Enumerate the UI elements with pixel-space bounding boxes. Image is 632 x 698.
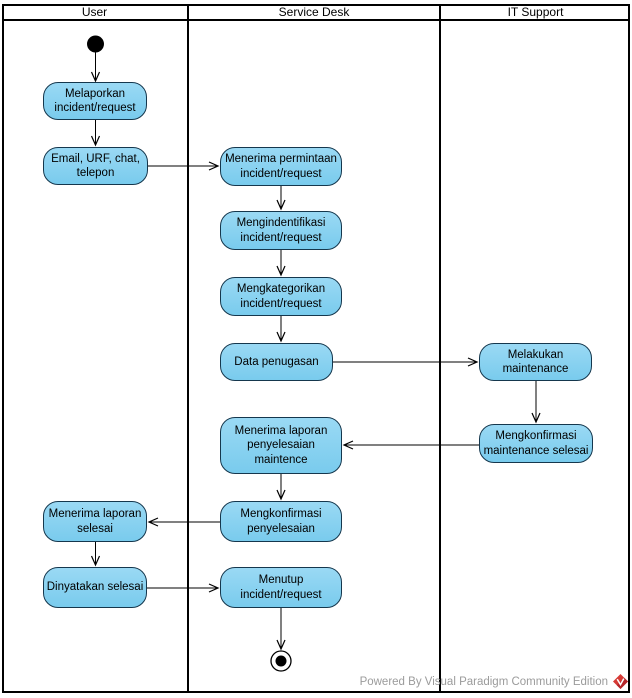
activity-melaporkan[interactable]: Melaporkan incident/request [43,82,147,120]
activity-email-urf-chat-telepon[interactable]: Email, URF, chat, telepon [43,147,148,185]
activity-label-line: incident/request [240,297,322,310]
activity-label-line: Menutup [258,574,304,586]
activity-label-line: penyelesaian [247,522,315,535]
activity-label-line: telepon [76,167,115,179]
lane-separator-servicedesk-itsupport [439,4,441,693]
activity-label-line: Dinyatakan selesai [46,581,144,594]
activity-mengkategorikan[interactable]: Mengkategorikan incident/request [220,277,342,316]
activity-menerima-permintaan[interactable]: Menerima permintaan incident/request [220,147,342,186]
final-node[interactable] [270,650,292,672]
activity-label-line: Menerima permintaan [225,153,337,165]
lane-header-service-desk[interactable]: Service Desk [278,5,350,19]
activity-label-line: selesai [77,522,113,535]
activity-label-line: incident/request [54,102,136,114]
activity-mengindentifikasi[interactable]: Mengindentifikasi incident/request [220,211,342,250]
activity-label-line: Menerima laporan [234,424,328,437]
activity-label-line: Email, URF, chat, [51,152,140,165]
diagram-frame [2,4,630,693]
activity-menerima-laporan-selesai[interactable]: Menerima laporan selesai [43,501,147,542]
lane-header-it-support[interactable]: IT Support [507,5,564,19]
activity-label-line: incident/request [240,231,322,244]
activity-label-line: Mengkategorikan [236,283,326,295]
initial-node[interactable] [87,35,104,53]
activity-label-line: incident/request [240,167,322,180]
activity-mengkonfirmasi-penyelesaian[interactable]: Mengkonfirmasi penyelesaian [220,501,342,542]
activity-label-line: maintence [254,453,308,466]
activity-label-line: incident/request [240,588,322,601]
activity-label-line: Melakukan [507,348,564,361]
lane-header-user[interactable]: User [81,5,108,19]
activity-label-line: Mengkonfirmasi [495,430,577,442]
activity-label-line: Menerima laporan [48,508,142,520]
activity-label-line: Mengkonfirmasi [240,508,322,520]
activity-menutup[interactable]: Menutup incident/request [220,567,342,608]
activity-label-line: maintenance [502,363,569,375]
activity-label-line: Data penugasan [234,355,319,368]
activity-label-line: Melaporkan [64,87,126,100]
activity-label-line: penyelesaian [247,439,315,452]
activity-mengkonfirmasi-maintenance-selesai[interactable]: Mengkonfirmasi maintenance selesai [479,424,593,463]
watermark: Powered By Visual Paradigm Community Edi… [360,673,629,690]
lane-header-divider [2,19,630,21]
activity-label-line: Mengindentifikasi [236,217,326,229]
activity-melakukan-maintenance[interactable]: Melakukan maintenance [479,343,592,381]
activity-data-penugasan[interactable]: Data penugasan [220,343,333,381]
lane-separator-user-servicedesk [187,4,189,693]
visual-paradigm-logo [613,674,628,689]
activity-label-line: maintenance selesai [483,444,589,457]
watermark-text: Powered By Visual Paradigm Community Edi… [359,675,608,688]
activity-dinyatakan-selesai[interactable]: Dinyatakan selesai [43,567,147,608]
